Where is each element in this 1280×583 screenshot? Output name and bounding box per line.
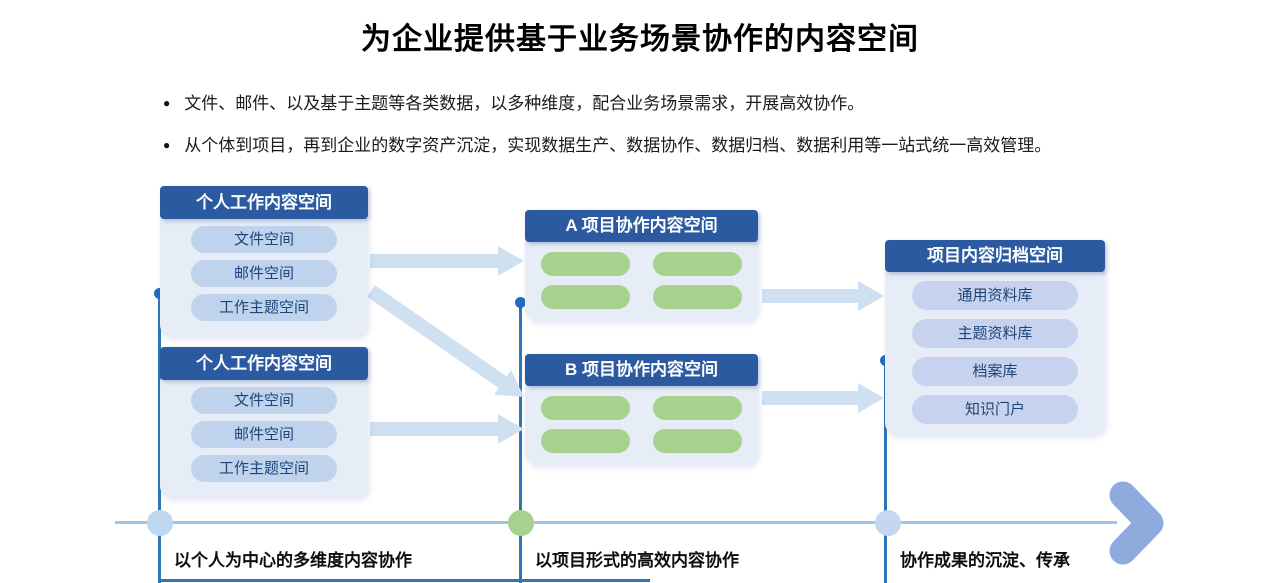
- connector-line: [519, 302, 522, 583]
- connector-dot: [154, 288, 165, 299]
- timeline-stage-dot: [147, 510, 173, 536]
- project-space-box-b: B 项目协作内容空间: [525, 354, 758, 465]
- space-pill: 邮件空间: [191, 421, 337, 448]
- flow-arrow: [762, 281, 884, 311]
- space-pill: 档案库: [912, 357, 1078, 386]
- space-pill: 文件空间: [191, 226, 337, 253]
- flow-arrow: [370, 414, 524, 444]
- content-pill-grid: [525, 393, 758, 465]
- flow-arrow: [370, 246, 524, 276]
- page-title: 为企业提供基于业务场景协作的内容空间: [361, 23, 919, 56]
- next-stage-chevron-icon: [1109, 481, 1164, 565]
- timeline-stage-dot: [875, 510, 901, 536]
- flow-arrow: [762, 383, 884, 413]
- project-space-box-a: A 项目协作内容空间: [525, 210, 758, 321]
- space-pill: 文件空间: [191, 387, 337, 414]
- connector-dot: [515, 297, 526, 308]
- stage-label: 以个人为中心的多维度内容协作: [174, 551, 412, 570]
- personal-space-box-2: 个人工作内容空间 文件空间 邮件空间 工作主题空间: [160, 347, 368, 498]
- box-header: B 项目协作内容空间: [525, 354, 758, 386]
- space-pill: 通用资料库: [912, 281, 1078, 310]
- placeholder-pill: [541, 285, 630, 309]
- archive-space-box: 项目内容归档空间 通用资料库 主题资料库 档案库 知识门户: [885, 240, 1105, 435]
- timeline-stage-dot: [508, 510, 534, 536]
- bullet-text: 从个体到项目，再到企业的数字资产沉淀，实现数据生产、数据协作、数据归档、数据利用…: [184, 136, 1052, 155]
- stage-label: 协作成果的沉淀、传承: [900, 551, 1070, 570]
- placeholder-pill: [541, 396, 630, 420]
- bullet-text: 文件、邮件、以及基于主题等各类数据，以多种维度，配合业务场景需求，开展高效协作。: [184, 94, 865, 113]
- space-pill: 知识门户: [912, 395, 1078, 424]
- bullet-dot-icon: ●: [163, 96, 171, 110]
- box-header: 个人工作内容空间: [160, 186, 368, 219]
- bullet-dot-icon: ●: [163, 138, 171, 152]
- space-pill: 主题资料库: [912, 319, 1078, 348]
- box-body: 文件空间 邮件空间 工作主题空间: [160, 377, 368, 498]
- placeholder-pill: [653, 429, 742, 453]
- bullet-list: ● 文件、邮件、以及基于主题等各类数据，以多种维度，配合业务场景需求，开展高效协…: [163, 92, 1203, 176]
- box-header: A 项目协作内容空间: [525, 210, 758, 242]
- connector-line: [884, 360, 887, 583]
- flow-arrow: [367, 285, 524, 397]
- timeline-line: [115, 521, 1117, 524]
- box-body: 通用资料库 主题资料库 档案库 知识门户: [885, 269, 1105, 435]
- box-body: [525, 239, 758, 321]
- bullet-item: ● 从个体到项目，再到企业的数字资产沉淀，实现数据生产、数据协作、数据归档、数据…: [163, 134, 1203, 157]
- bullet-item: ● 文件、邮件、以及基于主题等各类数据，以多种维度，配合业务场景需求，开展高效协…: [163, 92, 1203, 115]
- box-header: 个人工作内容空间: [160, 347, 368, 380]
- placeholder-pill: [653, 252, 742, 276]
- box-body: 文件空间 邮件空间 工作主题空间: [160, 216, 368, 337]
- placeholder-pill: [541, 429, 630, 453]
- connector-line: [158, 293, 161, 583]
- box-body: [525, 383, 758, 465]
- space-pill: 工作主题空间: [191, 455, 337, 482]
- stage-label: 以项目形式的高效内容协作: [535, 551, 739, 570]
- space-pill: 工作主题空间: [191, 294, 337, 321]
- placeholder-pill: [653, 396, 742, 420]
- placeholder-pill: [541, 252, 630, 276]
- box-header: 项目内容归档空间: [885, 240, 1105, 272]
- personal-space-box-1: 个人工作内容空间 文件空间 邮件空间 工作主题空间: [160, 186, 368, 337]
- space-pill: 邮件空间: [191, 260, 337, 287]
- bottom-border-line: [158, 579, 650, 582]
- placeholder-pill: [653, 285, 742, 309]
- content-pill-grid: [525, 249, 758, 321]
